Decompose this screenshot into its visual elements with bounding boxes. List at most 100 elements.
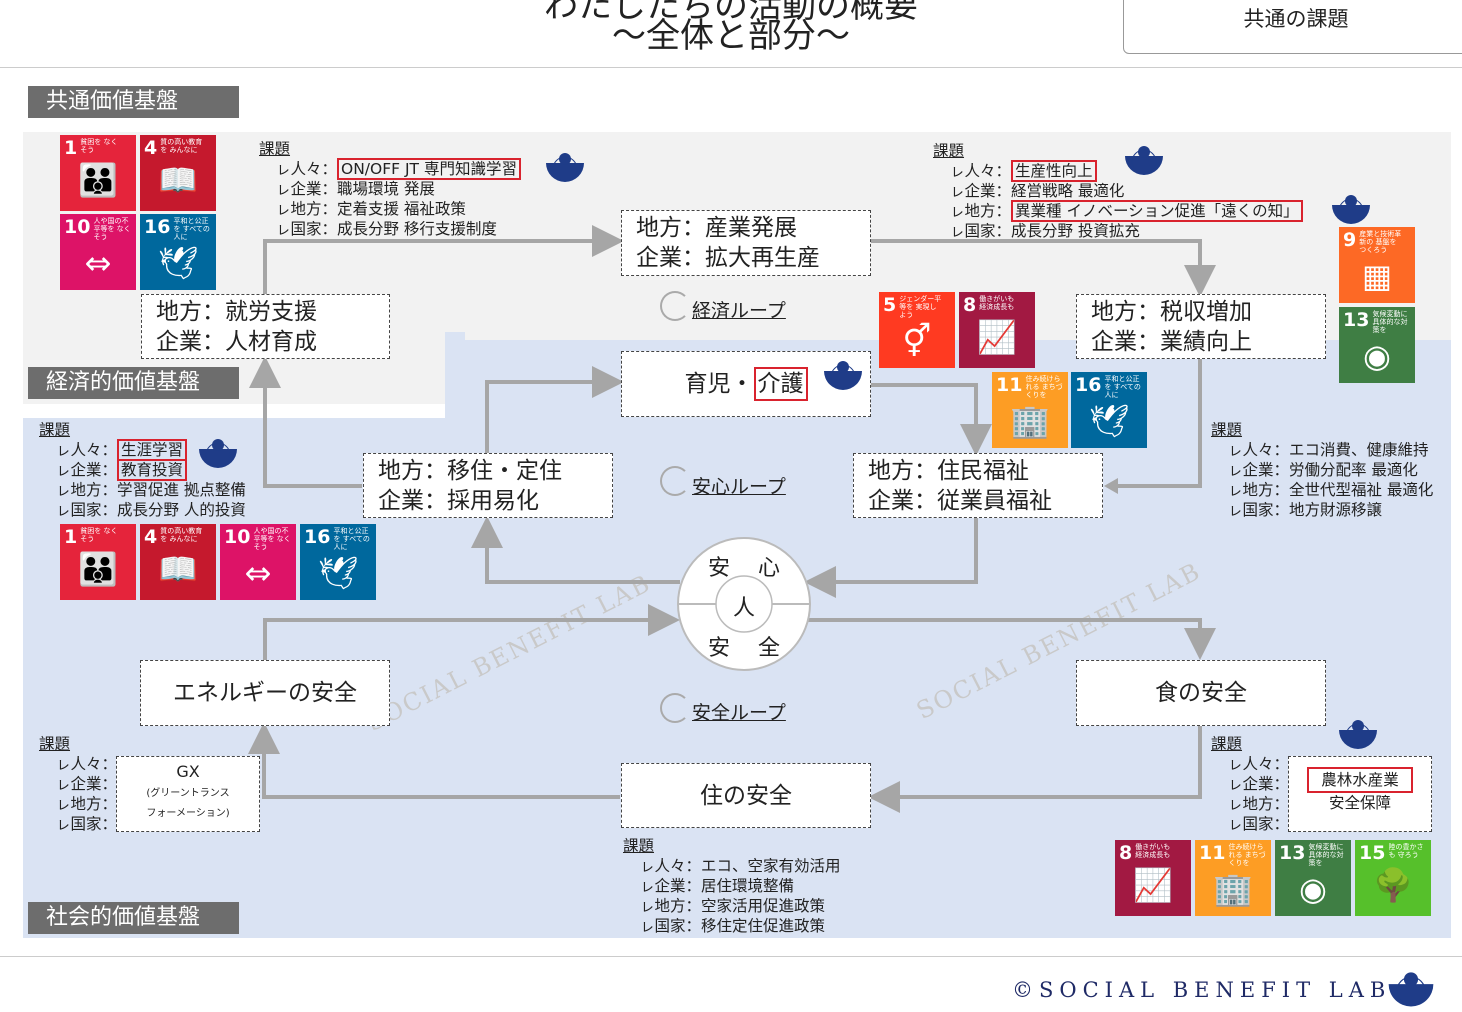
gender-icon: ⚥: [902, 322, 932, 360]
social-economy-logo: [1339, 720, 1377, 749]
issue-energy-title: 課題: [39, 735, 71, 753]
issue-welfare-people: ㇾ人々：エコ消費、健康維持: [1227, 441, 1429, 459]
sdg-number: 9: [1343, 229, 1357, 251]
sdg-number: 16: [304, 526, 331, 548]
dove-icon: 🕊: [1088, 402, 1130, 440]
sdg-text: 平和と公正を すべての人に: [333, 527, 370, 551]
sdg-text: 産業と技術革新の 基盤をつくろう: [1359, 230, 1402, 254]
buildings-icon: 🏢: [1213, 870, 1253, 908]
issue-food-people: ㇾ人々：: [1227, 755, 1290, 773]
issue-tax-region-highlight: 異業種 イノベーション促進「遠くの知」: [1011, 200, 1303, 222]
sdg-number: 16: [1075, 374, 1102, 396]
issue-employment-title: 課題: [259, 140, 291, 158]
growth-chart-icon: 📈: [977, 318, 1017, 356]
equality-icon: ⇔: [244, 554, 272, 592]
safety-loop-label: 安全ループ: [692, 702, 786, 724]
sdg-number: 11: [1199, 842, 1226, 864]
issue-tax: 課題 ㇾ人々：生産性向上 ㇾ企業：経営戦略 最適化 ㇾ地方：異業種 イノベーショ…: [933, 141, 1303, 241]
node-industry: 地方：産業発展 企業：拡大再生産: [621, 210, 871, 276]
copyright: ©SOCIAL BENEFIT LAB: [1012, 978, 1392, 1002]
issue-food-security: 安全保障: [1328, 794, 1391, 812]
book-icon: 📖: [158, 161, 198, 199]
node-migration-region: 地方：移住・定住: [378, 458, 562, 484]
issue-tax-people-label: ㇾ人々：: [949, 162, 1012, 180]
node-employment-company: 企業：人材育成: [156, 329, 317, 355]
sdg-text: ジェンダー平等を 実現しよう: [899, 295, 942, 319]
sdg-number: 11: [996, 374, 1023, 396]
issue-migration-people-highlight: 生涯学習: [117, 439, 188, 461]
sdg-text: 平和と公正を すべての人に: [173, 217, 210, 241]
sdg-text: 人や国の不平等を なくそう: [93, 217, 131, 241]
sdg-text: 平和と公正を すべての人に: [1104, 375, 1141, 399]
relief-loop-icon: [660, 466, 690, 496]
sdg-text: 気候変動に 具体的な対策を: [1308, 843, 1344, 867]
node-welfare-company: 企業：従業員福祉: [868, 488, 1052, 514]
sdg-number: 13: [1343, 309, 1370, 331]
center-safety-1: 安: [708, 636, 731, 661]
issue-food-region: ㇾ地方：: [1227, 795, 1290, 813]
sdg-text: 働きがいも 経済成長も: [979, 295, 1015, 311]
sdg-text: 住み続けられる まちづくりを: [1228, 843, 1266, 867]
sdg-number: 4: [144, 526, 158, 548]
issue-migration-company-highlight: 教育投資: [117, 459, 188, 481]
economic-loop-icon: [660, 291, 690, 321]
center-circle: [677, 537, 811, 671]
issue-energy-gx-line3: フォーメーション): [146, 808, 230, 819]
cubes-icon: ▦: [1361, 257, 1393, 295]
page-title: わたしたちの活動の概要: [544, 0, 918, 26]
social-economy-logo: [1388, 972, 1434, 1007]
issue-migration: 課題 ㇾ人々：生涯学習 ㇾ企業：教育投資 ㇾ地方：学習促進 拠点整備 ㇾ国家：成…: [39, 420, 246, 520]
issue-housing: 課題 ㇾ人々：エコ、空家有効活用 ㇾ企業：居住環境整備 ㇾ地方：空家活用促進政策…: [623, 836, 841, 936]
family-icon: 👪: [78, 550, 118, 588]
issue-housing-people: ㇾ人々：エコ、空家有効活用: [639, 857, 841, 875]
earth-eye-icon: ◉: [1299, 870, 1327, 908]
social-economy-logo: [1332, 195, 1370, 224]
node-migration-company: 企業：採用易化: [378, 488, 539, 514]
node-welfare: 地方：住民福祉 企業：従業員福祉: [853, 453, 1103, 518]
issue-housing-title: 課題: [623, 837, 655, 855]
center-safety-2: 全: [758, 636, 781, 661]
issue-food-value-box: 農林水産業 安全保障: [1288, 756, 1432, 832]
economic-value-base-tag: 経済的価値基盤: [28, 367, 239, 399]
issue-employment-people-highlight: ON/OFF JT 専門知識学習: [337, 158, 521, 180]
issue-tax-nation: ㇾ国家：成長分野 投資拡充: [949, 222, 1140, 240]
economic-loop-label: 経済ループ: [692, 300, 786, 322]
sdg-text: 質の高い教育を みんなに: [160, 527, 203, 543]
sdg-number: 8: [963, 294, 977, 316]
social-economy-logo: [1125, 146, 1163, 175]
issue-employment-company: ㇾ企業：職場環境 発展: [275, 180, 435, 198]
sdg-text: 質の高い教育を みんなに: [160, 138, 203, 154]
earth-eye-icon: ◉: [1363, 337, 1391, 375]
center-relief-2: 心: [758, 556, 781, 581]
issue-migration-title: 課題: [39, 421, 71, 439]
issue-employment-nation: ㇾ国家：成長分野 移行支援制度: [275, 220, 497, 238]
issue-food-nation: ㇾ国家：: [1227, 815, 1290, 833]
tree-icon: 🌳: [1373, 866, 1413, 904]
sdg-text: 住み続けられる まちづくりを: [1025, 375, 1063, 399]
node-childcare-label: 育児・: [684, 371, 754, 397]
sdg-number: 1: [64, 526, 78, 548]
issue-migration-people-label: ㇾ人々：: [55, 441, 118, 459]
sdg-number: 10: [64, 216, 91, 238]
node-tax-company: 企業：業績向上: [1091, 329, 1252, 355]
node-employment-region: 地方：就労支援: [156, 299, 317, 325]
issue-migration-region: ㇾ地方：学習促進 拠点整備: [55, 481, 246, 499]
common-value-base-tag: 共通価値基盤: [28, 86, 239, 118]
issue-energy-company: ㇾ企業：: [55, 775, 118, 793]
page-subtitle: 〜全体と部分〜: [612, 16, 850, 56]
issue-energy-gx: GX: [176, 762, 200, 781]
social-economy-logo: [824, 361, 862, 390]
issue-tax-company: ㇾ企業：経営戦略 最適化: [949, 182, 1125, 200]
issue-welfare-region: ㇾ地方：全世代型福祉 最適化: [1227, 481, 1434, 499]
issue-employment-people-label: ㇾ人々：: [275, 160, 338, 178]
social-economy-logo: [199, 439, 237, 468]
